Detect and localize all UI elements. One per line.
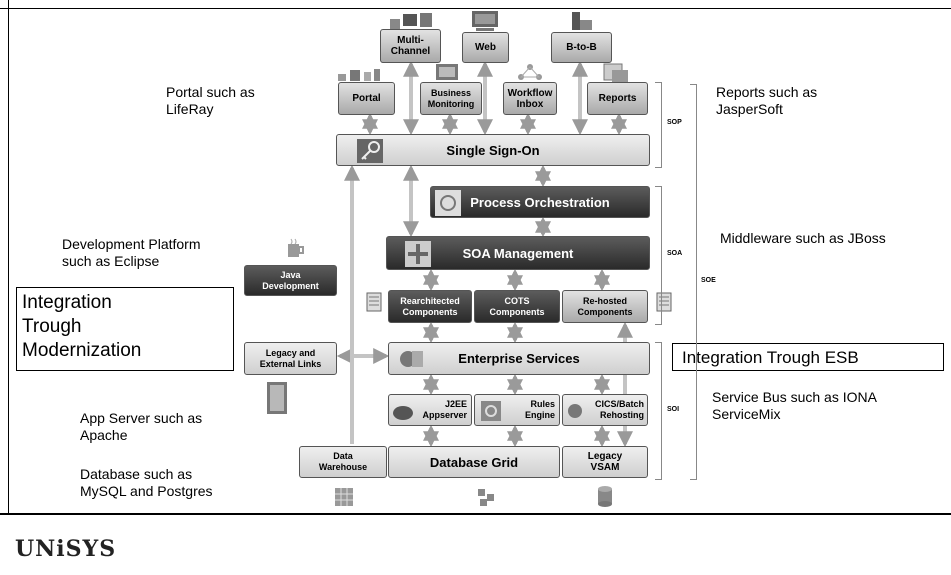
network-nodes-icon (478, 489, 494, 506)
key-icon (357, 139, 383, 163)
rules-engine-icon (481, 401, 501, 421)
process-orchestration-bar: Process Orchestration (430, 186, 650, 218)
middleware-annotation: Middleware such as JBoss (720, 230, 886, 246)
soe-label: SOE (700, 277, 717, 284)
coffee-cup-icon (288, 238, 304, 257)
soi-label: SOI (666, 406, 681, 413)
multichannel-box: Multi-Channel (380, 29, 441, 63)
frame-left-border (0, 0, 9, 513)
sop-label: SOP (666, 119, 683, 126)
monitoring-icon (436, 64, 458, 80)
footer-divider (0, 513, 951, 515)
soi-bracket (655, 342, 662, 480)
reports-icon (603, 63, 628, 82)
soa-bracket (655, 186, 662, 325)
frame-top-border (0, 0, 951, 9)
sop-bracket (655, 82, 662, 168)
server-icon (572, 12, 592, 30)
unisys-logo: UNiSYS (15, 536, 117, 562)
integration-modernization-box: Integration Trough Modernization (16, 287, 234, 371)
computer-icon (472, 11, 498, 31)
database-grid-icon (335, 488, 353, 506)
single-sign-on-bar: Single Sign-On (336, 134, 650, 166)
b-to-b-box: B-to-B (551, 32, 612, 63)
web-box: Web (462, 32, 509, 63)
enterprise-services-icon (400, 351, 423, 367)
monitor-icon (390, 13, 432, 29)
reports-box: Reports (587, 82, 648, 115)
soa-management-bar: SOA Management (386, 236, 650, 270)
database-grid-bar: Database Grid (388, 446, 560, 478)
database-cylinder-icon (598, 486, 612, 507)
enterprise-services-bar: Enterprise Services (388, 342, 650, 375)
document-icon-left (366, 292, 382, 312)
mainframe-icon (568, 404, 582, 418)
orchestration-icon (435, 190, 461, 216)
workflow-icon (518, 64, 542, 80)
soa-label: SOA (666, 250, 684, 257)
appserver-icon (393, 406, 413, 420)
soa-management-icon (405, 241, 431, 267)
integration-esb-box: Integration Trough ESB (672, 343, 944, 371)
portal-icon (338, 69, 380, 81)
document-icon-right (656, 292, 672, 312)
soe-bracket (690, 84, 697, 480)
portal-box: Portal (338, 82, 395, 115)
app-server-icon (267, 382, 287, 414)
